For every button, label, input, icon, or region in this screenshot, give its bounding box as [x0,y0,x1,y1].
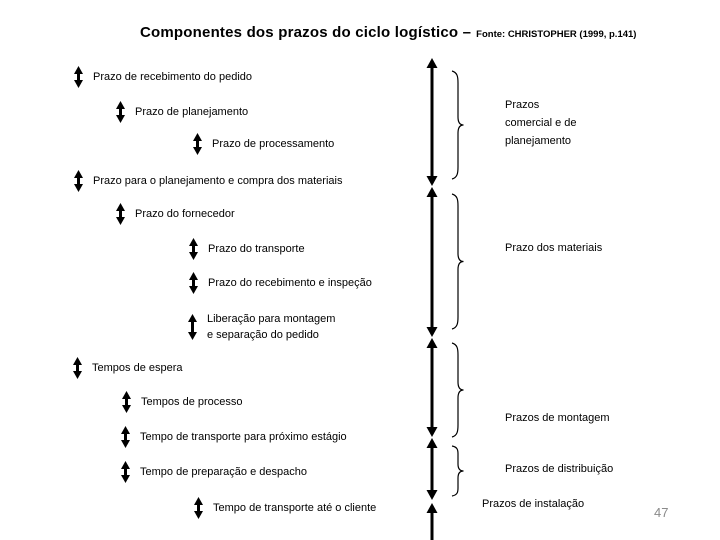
diagram-item-label: Prazo para o planejamento e compra dos m… [93,175,343,187]
group-label: Prazos de distribuição [505,463,614,475]
double-arrow-icon [74,170,83,192]
double-arrow-icon [193,133,202,155]
diagram-item: Tempos de processo [121,391,243,413]
double-arrow-icon [116,101,125,123]
slide-number: 47 [654,505,669,520]
brace-icon [451,70,464,180]
diagram-item: Prazo do recebimento e inspeção [188,272,372,294]
double-arrow-icon [189,238,198,260]
brace-icon [451,342,464,438]
double-arrow-icon [194,497,203,519]
double-arrow-icon [116,203,125,225]
diagram-item-label: Prazo do recebimento e inspeção [208,277,372,289]
slide-title: Componentes dos prazos do ciclo logístic… [140,24,636,41]
diagram-item-label: Prazo de processamento [212,138,335,150]
group-label: Prazos comercial e de planejamento [505,99,577,147]
diagram-item-label: Prazo do transporte [208,243,305,255]
double-arrow-icon [121,461,130,483]
group-label: Prazos de instalação [482,498,585,510]
diagram-item-label: Prazo do fornecedor [135,208,235,220]
double-arrow-icon [189,272,198,294]
title-text: Componentes dos prazos do ciclo logístic… [140,24,472,41]
timeline-double-arrows [426,58,438,540]
title-source-citation: Fonte: CHRISTOPHER (1999, p.141) [476,29,637,40]
diagram-item: Prazo do transporte [188,238,305,260]
group-label: Prazo dos materiais [505,242,603,254]
diagram-item-label: Prazo de planejamento [135,106,249,118]
diagram-item-label: Tempos de espera [92,362,183,374]
diagram-item: Tempo de transporte para próximo estágio [120,426,347,448]
diagram-item: Prazo de recebimento do pedido [73,66,252,88]
diagram-item-label: Liberação para montagem e separação do p… [207,313,336,341]
diagram-item: Prazo para o planejamento e compra dos m… [73,170,342,192]
diagram-item-label: Tempo de transporte até o cliente [213,502,377,514]
double-arrow-icon [73,357,82,379]
double-arrow-icon [121,426,130,448]
diagram-item: Tempos de espera [72,357,183,379]
double-arrow-icon [188,314,197,340]
diagram-item: Tempo de transporte até o cliente [193,497,376,519]
diagram-item: Tempo de preparação e despacho [120,461,307,483]
brace-icon [451,445,464,497]
diagram-item-label: Prazo de recebimento do pedido [93,71,252,83]
diagram-item: Prazo de processamento [192,133,334,155]
brace-icon [451,193,464,330]
diagram-item-label: Tempo de preparação e despacho [140,466,307,478]
diagram-item-label: Tempo de transporte para próximo estágio [140,431,347,443]
diagram-item: Prazo de planejamento [115,101,248,123]
group-label: Prazos de montagem [505,412,610,424]
double-arrow-icon [74,66,83,88]
diagram-item: Liberação para montagem e separação do p… [187,311,335,343]
double-arrow-icon [122,391,131,413]
diagram-item: Prazo do fornecedor [115,203,235,225]
diagram-item-label: Tempos de processo [141,396,243,408]
